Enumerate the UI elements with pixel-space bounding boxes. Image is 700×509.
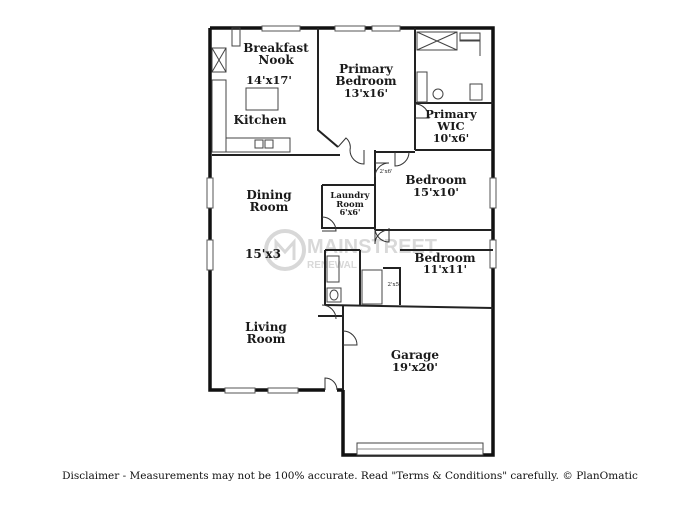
doors	[321, 103, 430, 391]
room-primary-wic-name-2: WIC	[436, 119, 464, 133]
room-primary-bedroom: Primary Bedroom 13'x16'	[335, 62, 396, 100]
room-laundry: Laundry Room 6'x6'	[330, 191, 370, 217]
kitchen-fixtures	[211, 27, 291, 153]
room-dining-name-1: Dining	[246, 188, 292, 202]
hall-bath-fixtures	[326, 255, 383, 305]
room-primary-bedroom-dims: 13'x16'	[344, 87, 388, 100]
room-bedroom-2-dims: 11'x11'	[423, 263, 467, 276]
room-primary-bedroom-name-1: Primary	[339, 62, 394, 76]
room-living-name-2: Room	[247, 332, 286, 346]
disclaimer-text: Disclaimer - Measurements may not be 100…	[62, 470, 638, 482]
room-bedroom-2-name: Bedroom	[414, 251, 475, 265]
room-laundry-name-1: Laundry	[330, 191, 370, 201]
room-primary-wic-name-1: Primary	[425, 107, 477, 121]
watermark-logo-icon	[264, 229, 306, 271]
room-primary-wic: Primary WIC 10'x6'	[425, 107, 477, 145]
room-garage-dims: 19'x20'	[392, 360, 438, 374]
room-laundry-name-2: Room	[336, 200, 363, 210]
room-laundry-dims: 6'x6'	[340, 207, 361, 217]
room-kitchen-name: Kitchen	[234, 113, 287, 127]
watermark-line1: MAINSTREET	[307, 236, 437, 258]
room-garage: Garage 19'x20'	[391, 348, 440, 374]
room-dining-dims: 15'x3	[245, 247, 281, 261]
room-breakfast-nook-name-1: Breakfast	[243, 41, 309, 55]
watermark: MAINSTREET RENEWAL	[264, 229, 437, 271]
room-bedroom-1: Bedroom 15'x10'	[405, 173, 466, 199]
closet-a-dims: 2'x6'	[379, 169, 392, 175]
bath-fixtures	[416, 31, 483, 103]
closet-b-dims: 2'x5'	[387, 282, 400, 288]
room-bedroom-2: Bedroom 11'x11'	[414, 251, 475, 276]
interior-walls	[212, 28, 494, 390]
room-bedroom-1-dims: 15'x10'	[413, 185, 459, 199]
room-breakfast-nook-dims: 14'x17'	[246, 73, 292, 87]
watermark-logo-mark	[274, 238, 296, 260]
watermark-line2: RENEWAL	[307, 260, 357, 271]
room-primary-bedroom-name-2: Bedroom	[335, 74, 396, 88]
room-dining: Dining Room 15'x3	[245, 188, 292, 261]
room-labels: Breakfast Nook 14'x17' Kitchen Primary B…	[234, 41, 477, 374]
room-dining-name-2: Room	[250, 200, 289, 214]
windows	[206, 25, 497, 456]
room-breakfast-nook: Breakfast Nook 14'x17'	[243, 41, 309, 87]
room-living: Living Room	[245, 320, 287, 346]
room-primary-wic-dims: 10'x6'	[433, 132, 469, 145]
room-living-name-1: Living	[245, 320, 287, 334]
room-bedroom-1-name: Bedroom	[405, 173, 466, 187]
room-breakfast-nook-name-2: Nook	[258, 53, 294, 67]
room-garage-name: Garage	[391, 348, 440, 362]
